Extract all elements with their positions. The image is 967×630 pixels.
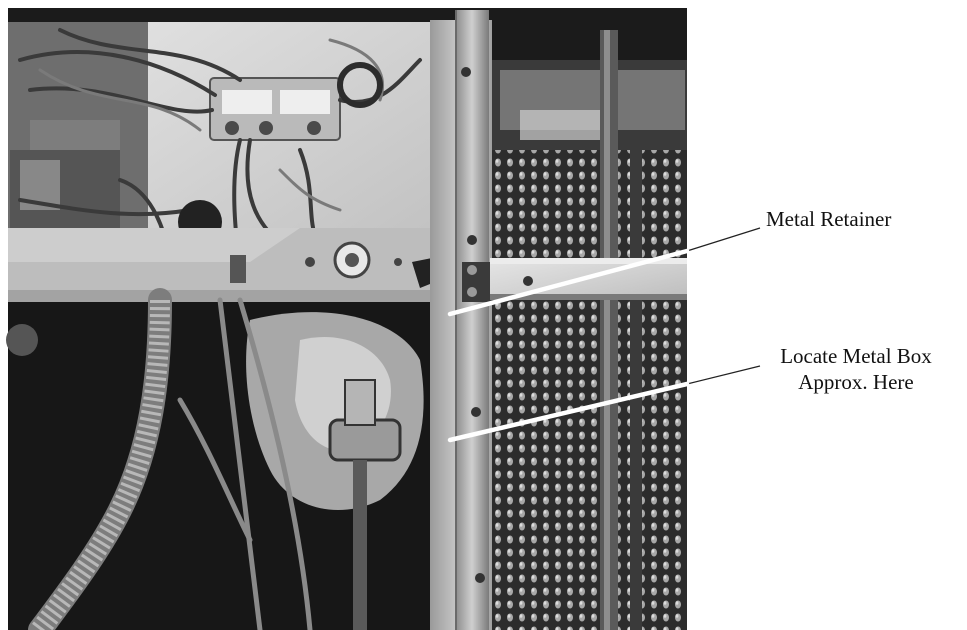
metal-box-label-line-1: Locate Metal Box (780, 344, 932, 368)
pointer-line-box (686, 365, 761, 385)
metal-retainer-label: Metal Retainer (766, 207, 892, 231)
metal-box-label-line-2: Approx. Here (798, 370, 914, 394)
pointer-line-retainer (686, 227, 761, 252)
pointer-arrow-box (447, 381, 690, 443)
pointer-arrow-retainer (447, 248, 690, 317)
metal-box-location-label: Locate Metal Box Approx. Here (756, 343, 956, 395)
